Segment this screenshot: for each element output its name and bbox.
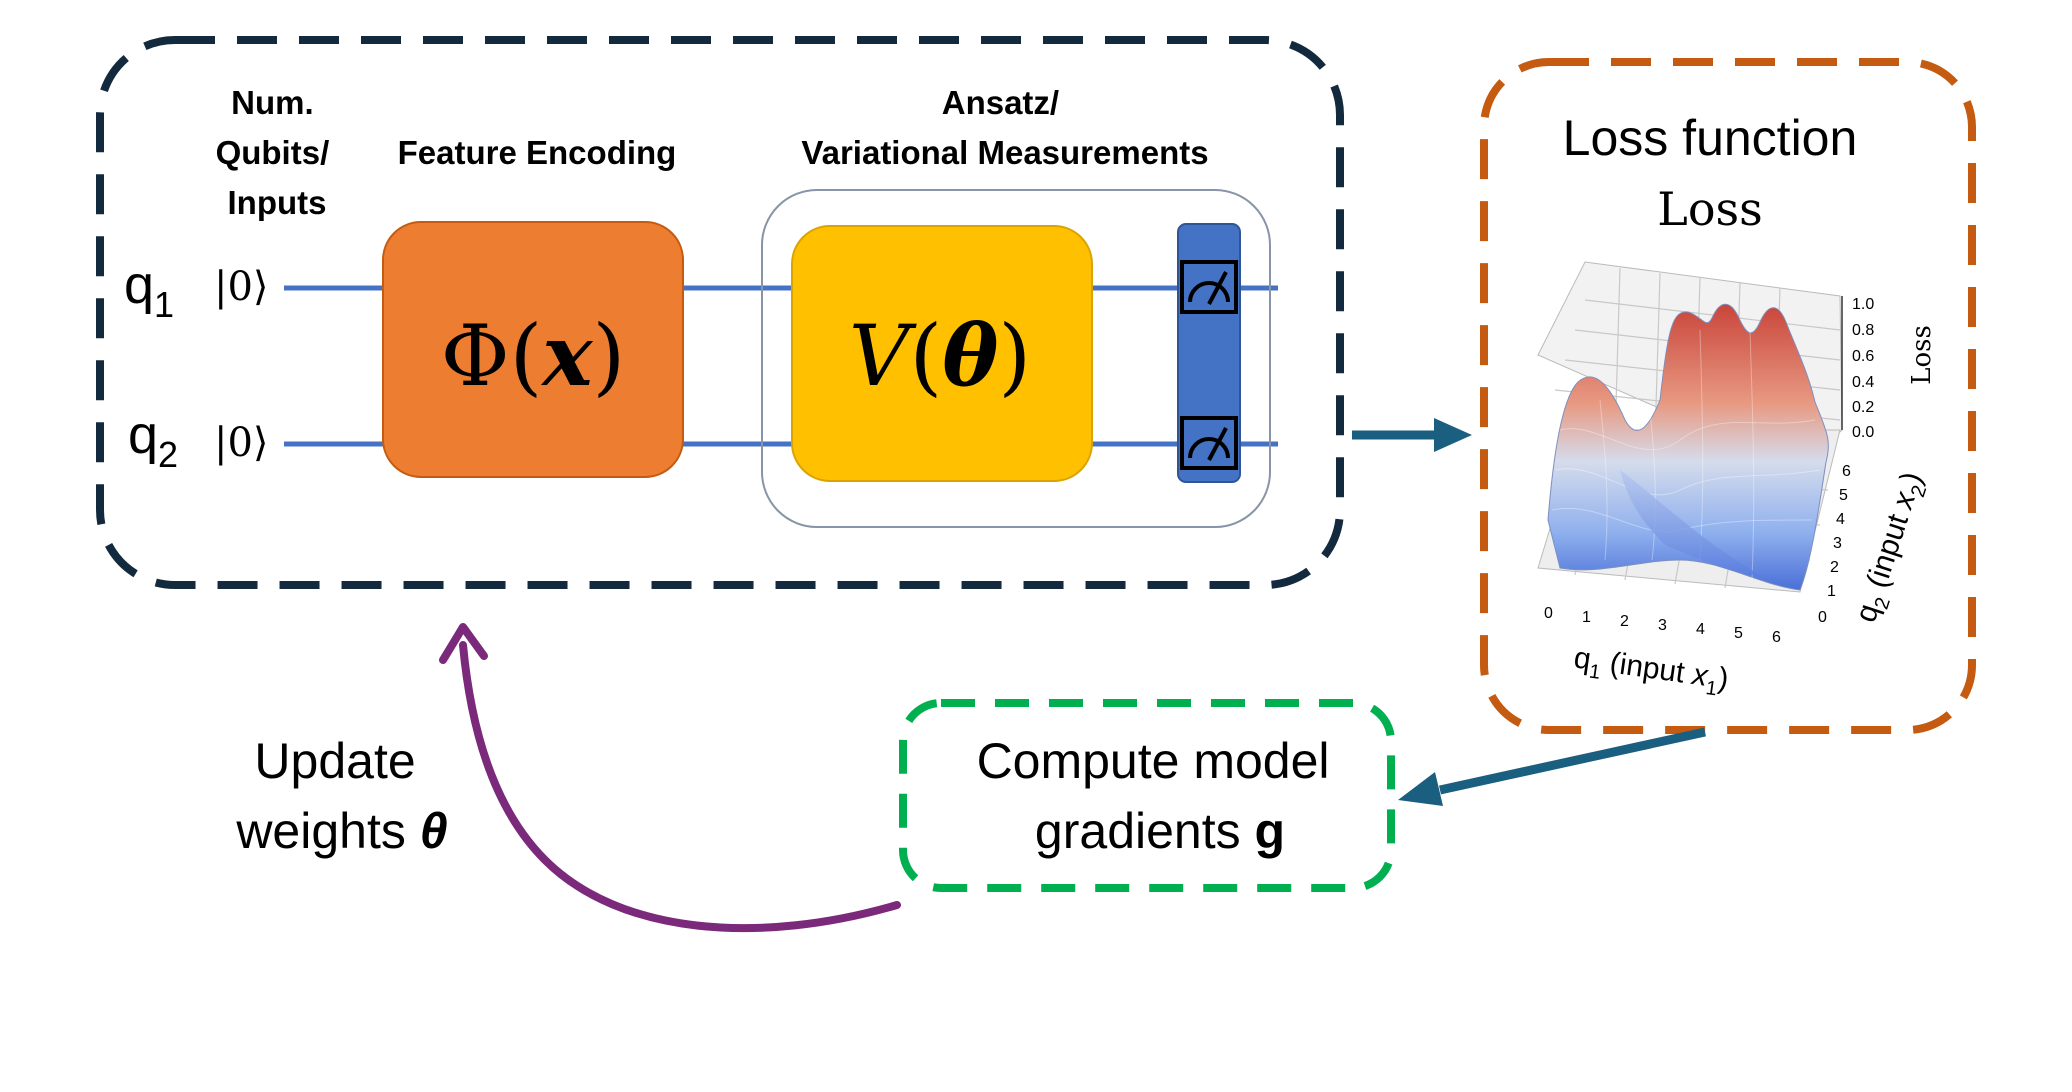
- loss-title: Loss function: [1563, 110, 1858, 166]
- update-line1: Update: [254, 733, 415, 789]
- plot-valley: [1620, 470, 1760, 575]
- gradients-symbol: g: [1255, 803, 1286, 859]
- x-tick-labels: 0 1 2 3 4 5 6: [1544, 605, 1781, 646]
- y-tick-label: 4: [1836, 511, 1845, 528]
- x-tick-label: 6: [1772, 629, 1781, 646]
- arrow-update-weights: [439, 623, 901, 933]
- y-tick-label: 5: [1839, 487, 1848, 504]
- y-tick-label: 2: [1830, 559, 1839, 576]
- x-tick-label: 0: [1544, 605, 1553, 622]
- y-tick-label: 3: [1833, 535, 1842, 552]
- z-tick-label: 0.8: [1852, 322, 1874, 339]
- header-inputs-line2: Qubits/: [216, 134, 330, 171]
- x-label-text: (input: [1599, 645, 1694, 690]
- x-label-var: x: [1688, 658, 1710, 693]
- qubit2-letter: q: [128, 405, 158, 465]
- x-tick-label: 3: [1658, 617, 1667, 634]
- z-tick-labels: 1.0 0.8 0.6 0.4 0.2 0.0: [1852, 296, 1874, 441]
- y-tick-label: 0: [1818, 609, 1827, 626]
- y-axis-label: q2 (input x2): [1849, 468, 1934, 628]
- gradients-line2-text: gradients: [1035, 803, 1255, 859]
- z-axis-label: Loss: [1907, 325, 1937, 385]
- x-label-var-sub: 1: [1704, 677, 1718, 700]
- ansatz-theta: θ: [942, 306, 998, 405]
- update-line2: weights θ: [235, 803, 447, 859]
- y-label-text: (input: [1858, 502, 1918, 599]
- qubit1-index: 1: [154, 284, 174, 325]
- x-label-q-sub: 1: [1588, 661, 1602, 684]
- update-symbol: θ: [420, 803, 448, 859]
- ansatz-formula: V(θ): [849, 306, 1031, 405]
- qubit2-ket: |0⟩: [214, 420, 269, 466]
- header-inputs-line1: Num.: [231, 84, 314, 121]
- qubit2-label: q2: [128, 405, 178, 475]
- arrow-to-gradients: [1398, 727, 1706, 806]
- z-tick-label: 1.0: [1852, 296, 1874, 313]
- qubit1-ket: |0⟩: [214, 264, 269, 310]
- qubit1-label: q1: [124, 255, 174, 325]
- y-tick-label: 6: [1842, 463, 1851, 480]
- y-tick-labels: 6 5 4 3 2 1 0: [1818, 463, 1851, 626]
- gradients-line1: Compute model: [977, 733, 1330, 789]
- ansatz-close: ): [998, 307, 1031, 405]
- gradients-box: [899, 699, 1395, 892]
- x-tick-label: 5: [1734, 625, 1743, 642]
- gradients-line2: gradients g: [1035, 803, 1285, 859]
- loss-surface-plot: 1.0 0.8 0.6 0.4 0.2 0.0 Loss 0 1 2 3 4 5…: [1537, 261, 1937, 701]
- ansatz-open: (: [910, 307, 943, 405]
- x-tick-label: 2: [1620, 613, 1629, 630]
- update-label: Update weights θ: [235, 733, 447, 859]
- meter-icon-q1: [1180, 260, 1238, 314]
- circuit-box: [96, 36, 1344, 589]
- header-inputs: Num. Qubits/ Inputs: [216, 84, 339, 221]
- z-tick-label: 0.0: [1852, 424, 1874, 441]
- qubit1-letter: q: [124, 255, 154, 315]
- plot-surface-mesh: [1551, 329, 1821, 581]
- ansatz-v: V: [849, 307, 917, 405]
- header-ansatz: Ansatz/ Variational Measurements: [801, 84, 1208, 171]
- header-inputs-line3: Inputs: [228, 184, 327, 221]
- gradients-label: Compute model gradients g: [977, 733, 1344, 859]
- encoding-close: ): [592, 307, 625, 405]
- update-line2-text: weights: [235, 803, 419, 859]
- z-tick-label: 0.4: [1852, 374, 1874, 391]
- ansatz-gate: [791, 225, 1093, 482]
- qubit2-index: 2: [158, 434, 178, 475]
- loss-box: [1480, 58, 1976, 734]
- meter-icon-q2: [1180, 416, 1238, 470]
- arrow-to-loss: [1352, 418, 1472, 452]
- encoding-phi: Φ(: [441, 307, 543, 405]
- loss-subtitle: Loss: [1657, 182, 1762, 236]
- encoding-var: x: [540, 306, 593, 405]
- x-tick-label: 4: [1696, 621, 1705, 638]
- ansatz-frame: [761, 189, 1271, 528]
- x-label-close: ): [1716, 662, 1730, 696]
- header-encoding: Feature Encoding: [398, 134, 677, 171]
- z-tick-label: 0.2: [1852, 399, 1874, 416]
- plot-surface: [1547, 303, 1829, 591]
- feature-encoding-gate: [382, 221, 684, 478]
- x-label-q: q: [1572, 641, 1593, 676]
- header-ansatz-line1: Ansatz/: [942, 84, 1059, 121]
- y-tick-label: 1: [1827, 583, 1836, 600]
- feature-encoding-formula: Φ(x): [441, 306, 626, 405]
- x-axis-label: q1 (input x1): [1571, 641, 1731, 701]
- x-tick-label: 1: [1582, 609, 1591, 626]
- z-tick-label: 0.6: [1852, 348, 1874, 365]
- header-ansatz-line2: Variational Measurements: [801, 134, 1208, 171]
